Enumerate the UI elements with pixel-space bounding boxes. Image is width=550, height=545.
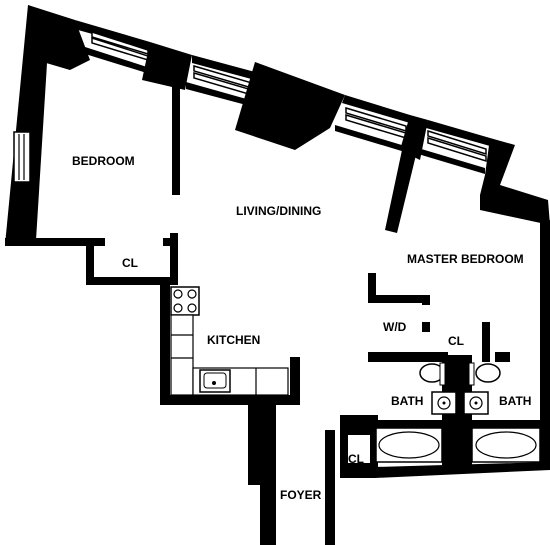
room-label-bath-right: BATH (499, 394, 531, 408)
kitchen-sink-icon (199, 369, 231, 393)
exterior-wall (5, 5, 550, 245)
room-label-living-dining: LIVING/DINING (236, 204, 321, 218)
bathroom-sink-icon (463, 391, 489, 415)
room-label-cl-bedroom: CL (122, 256, 138, 270)
toilet-icon (419, 362, 446, 386)
bathtub-icon (375, 427, 443, 463)
walls (5, 80, 550, 545)
room-label-cl-foyer: CL (348, 452, 364, 466)
bathtub-icon (471, 427, 541, 463)
room-label-master-bedroom: MASTER BEDROOM (407, 252, 524, 266)
room-label-kitchen: KITCHEN (207, 333, 260, 347)
room-label-bath-left: BATH (391, 394, 423, 408)
room-label-bedroom: BEDROOM (72, 154, 135, 168)
toilet-icon (468, 362, 501, 386)
room-label-foyer: FOYER (280, 488, 322, 502)
room-label-wd: W/D (383, 320, 407, 334)
bathroom-sink-icon (431, 391, 457, 415)
room-label-cl-master: CL (448, 334, 464, 348)
stove-icon (170, 286, 200, 316)
